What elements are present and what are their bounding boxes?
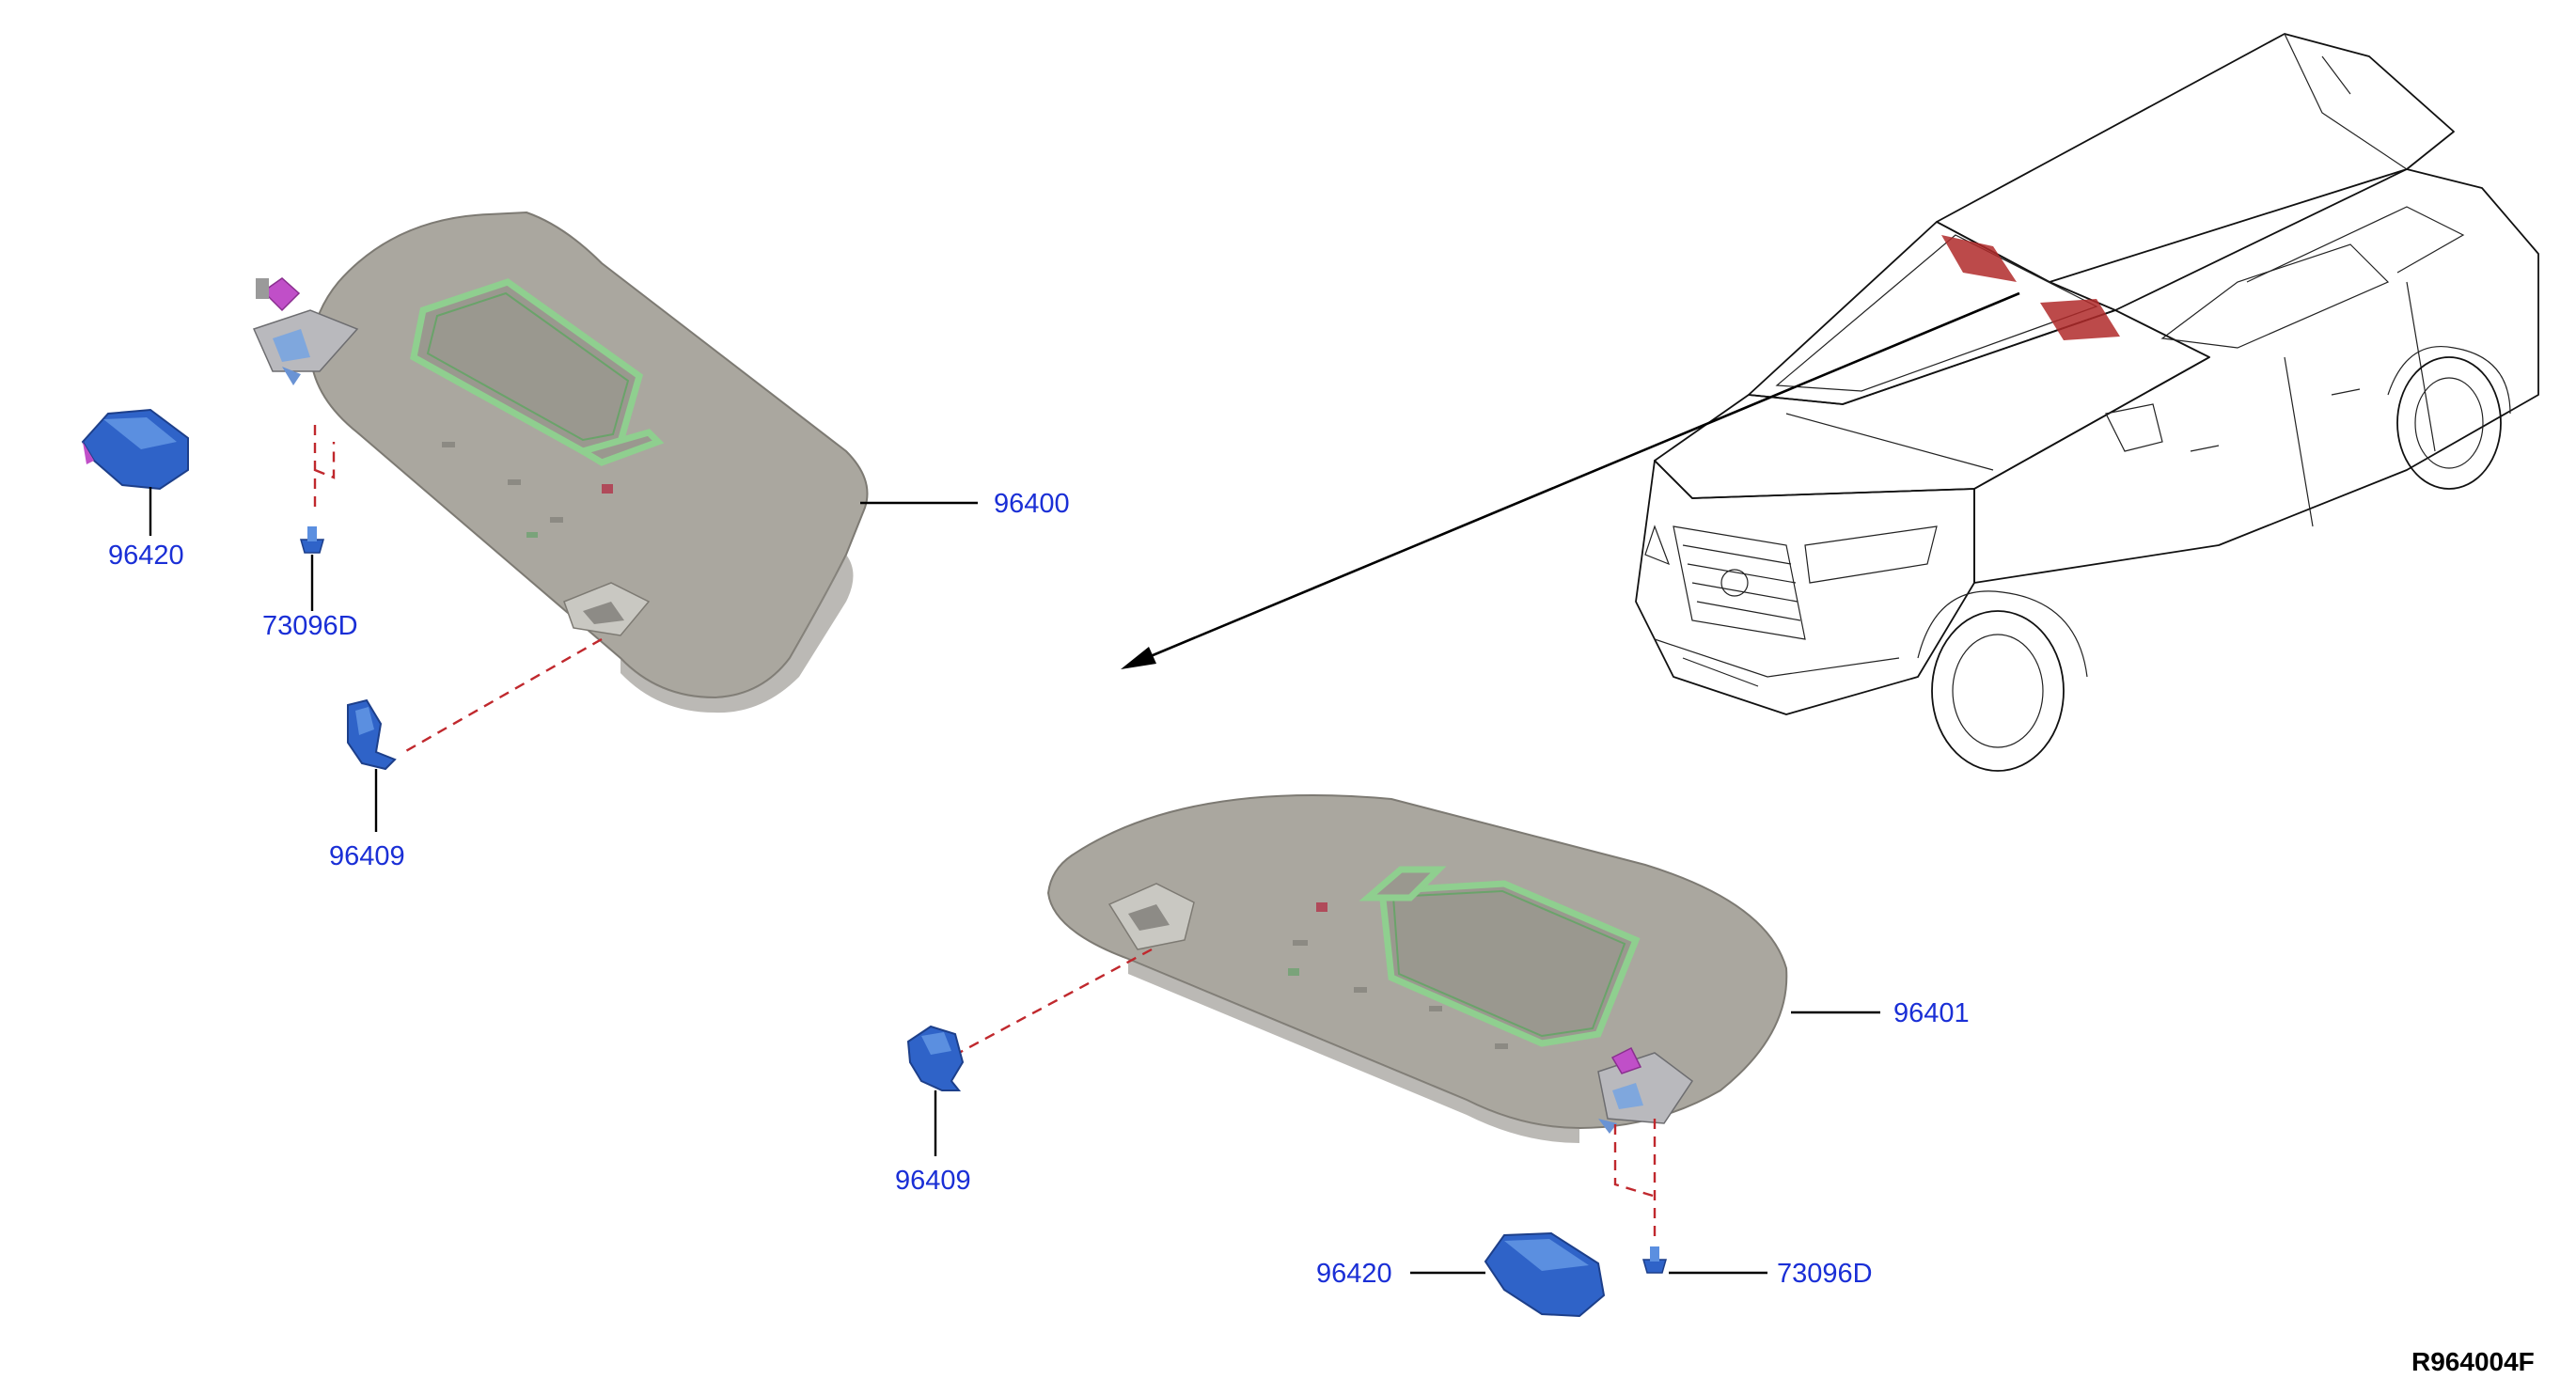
sun-visor-left [252, 211, 869, 713]
label-96400: 96400 [994, 489, 1070, 519]
pointer-arrow [1121, 291, 2020, 669]
assembly-line-right-holder [958, 948, 1153, 1055]
screw-left [300, 526, 324, 554]
label-73096D-left: 73096D [262, 611, 358, 641]
label-96401: 96401 [1893, 998, 1970, 1028]
label-96420-right: 96420 [1316, 1259, 1392, 1289]
visor-cover-right [1484, 1231, 1606, 1318]
visor-right-pivot-bracket [1597, 1046, 1694, 1134]
visor-holder-right [906, 1025, 965, 1091]
car-visor-highlight-right [2040, 299, 2120, 340]
assembly-line-left-holder [403, 637, 603, 754]
sun-visor-right [1046, 794, 1788, 1143]
screw-right [1642, 1246, 1667, 1274]
label-73096D-right: 73096D [1777, 1259, 1873, 1289]
label-96409-right: 96409 [895, 1166, 971, 1196]
label-96420-left: 96420 [108, 541, 184, 571]
label-96409-left: 96409 [329, 841, 405, 871]
reference-code: R964004F [2411, 1347, 2535, 1376]
visor-cover-left [81, 408, 189, 491]
visor-left-pivot-bracket [252, 277, 359, 385]
assembly-line-left-screw [313, 425, 336, 508]
vehicle-illustration [1635, 33, 2539, 772]
visor-holder-left [347, 698, 397, 771]
assembly-line-right-screw [1613, 1119, 1657, 1241]
car-visor-highlight-left [1941, 235, 2017, 282]
